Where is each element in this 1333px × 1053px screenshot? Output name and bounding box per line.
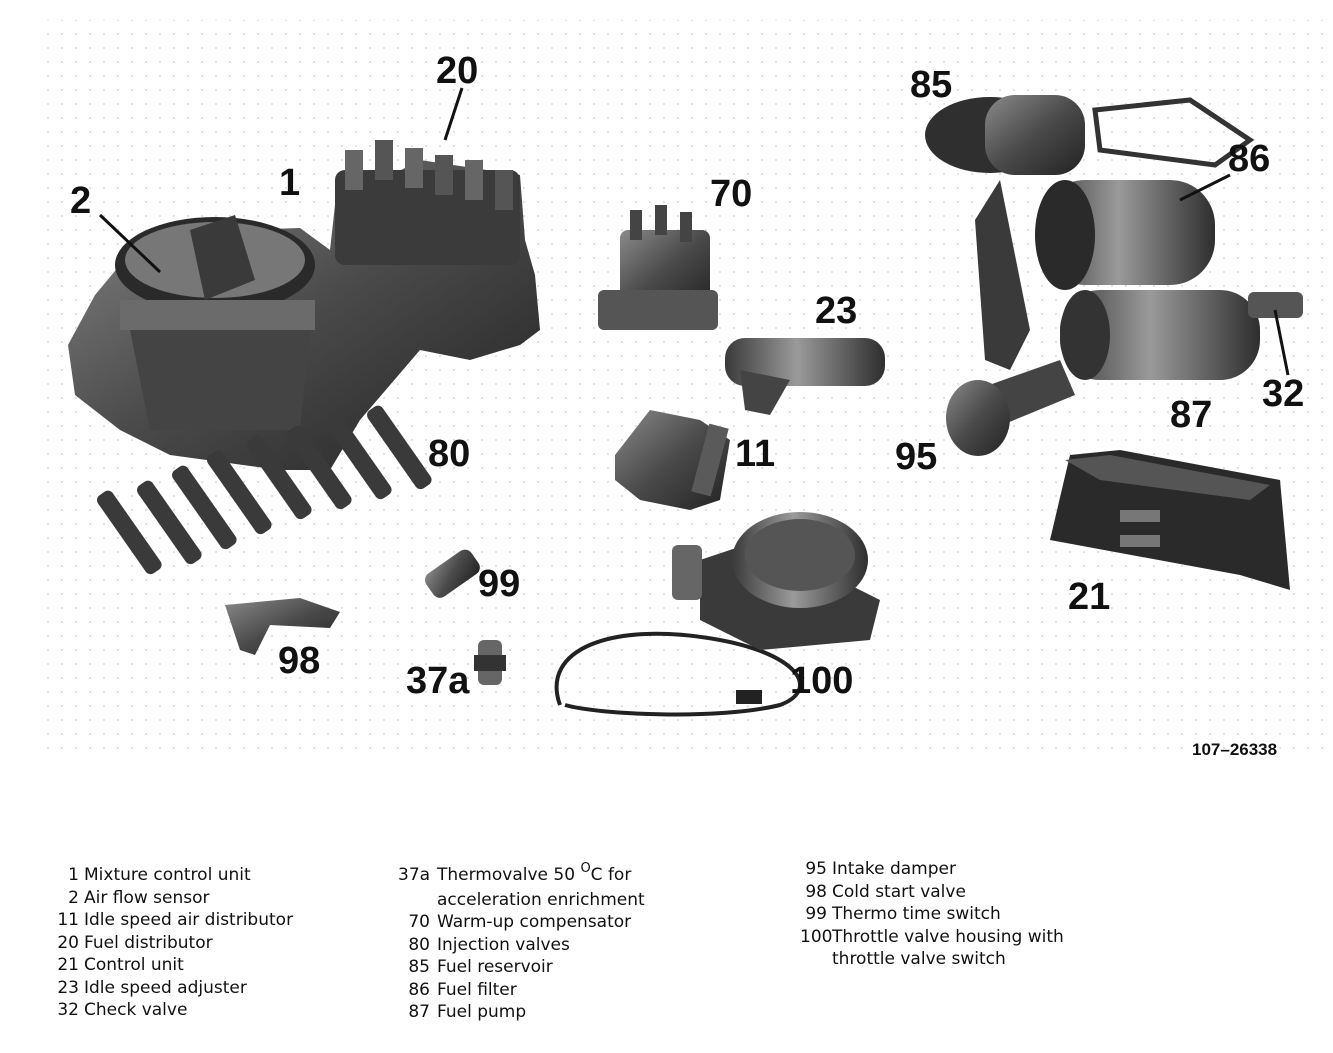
legend-label: Control unit [84, 955, 184, 975]
legend-item: 86 Fuel filter [398, 979, 645, 1002]
leader-line-86 [1179, 173, 1231, 202]
legend-item: 85 Fuel reservoir [398, 956, 645, 979]
leader-line-32 [1273, 309, 1290, 376]
legend-number: 85 [408, 957, 430, 977]
legend-label: Mixture control unit [84, 865, 251, 885]
callout-23: 23 [815, 290, 858, 332]
callout-87: 87 [1170, 394, 1213, 436]
legend-label-part: Thermovalve 50 [437, 865, 581, 885]
cold-start-valve-shape [225, 598, 340, 655]
legend-label: Cold start valve [832, 881, 966, 902]
callout-95: 95 [895, 436, 938, 478]
legend-item: 80 Injection valves [398, 934, 645, 957]
legend-number: 100 [800, 926, 833, 947]
legend-item: 70 Warm-up compensator [398, 911, 645, 934]
callout-86: 86 [1228, 138, 1271, 180]
legend-number: 70 [408, 912, 430, 932]
callout-85: 85 [910, 64, 953, 106]
legend-label: Intake damper [832, 859, 956, 879]
injection-valves-shape [97, 405, 432, 575]
legend-label: Fuel reservoir [437, 957, 553, 977]
callout-1: 1 [279, 162, 301, 204]
callout-11: 11 [735, 433, 776, 475]
fuel-pump-assembly-shape [925, 95, 1303, 456]
legend-item-continuation: acceleration enrichment [398, 889, 645, 912]
legend-label: Idle speed adjuster [84, 977, 247, 998]
legend-label: throttle valve switch [832, 949, 1006, 969]
callout-100: 100 [790, 660, 854, 702]
legend-label: Air flow sensor [84, 887, 210, 908]
legend-number: 80 [408, 934, 430, 955]
legend-label: Thermo time switch [832, 904, 1001, 924]
figure-number: 107–26338 [1192, 740, 1278, 759]
legend-label: Throttle valve housing with [832, 926, 1064, 947]
legend-label: acceleration enrichment [437, 889, 645, 910]
throttle-valve-housing-shape [554, 512, 880, 717]
legend-label-part: C for [590, 865, 632, 885]
legend-number: 23 [57, 977, 79, 998]
legend-label: Warm-up compensator [437, 912, 632, 932]
warm-up-compensator-shape [598, 205, 718, 330]
legend-number: 21 [57, 955, 79, 975]
legend-label: Idle speed air distributor [84, 910, 294, 930]
callout-21: 21 [1068, 576, 1111, 618]
callout-32: 32 [1262, 373, 1305, 415]
legend-number: 32 [57, 1000, 79, 1020]
legend-number: 95 [805, 859, 827, 879]
leader-line-2 [98, 213, 162, 274]
legend-label: Fuel pump [437, 1002, 527, 1022]
legend-number: 11 [57, 910, 79, 930]
idle-speed-adjuster-shape [725, 338, 885, 415]
legend-label: Thermovalve 50 OC for [430, 861, 632, 889]
callout-2: 2 [70, 180, 92, 222]
legend-number: 87 [408, 1002, 430, 1022]
callout-98: 98 [278, 640, 321, 682]
fuel-distributor-shape [335, 140, 520, 265]
legend-item: 87 Fuel pump [398, 1001, 645, 1024]
callout-20: 20 [436, 50, 479, 92]
callout-99: 99 [478, 563, 521, 605]
legend-number: 1 [68, 865, 79, 885]
control-unit-shape [1050, 450, 1290, 590]
legend-number: 86 [408, 979, 430, 1000]
legend-item-continuation: throttle valve switch [800, 948, 1064, 971]
thermo-time-switch-shape [424, 549, 480, 598]
callout-70: 70 [710, 173, 753, 215]
degree-sign: O [580, 861, 591, 876]
legend-number: 37a [398, 865, 431, 885]
leader-line-20 [443, 87, 464, 141]
legend-number: 2 [68, 887, 79, 908]
parts-figure [40, 20, 1330, 750]
legend-label: Fuel distributor [84, 932, 213, 953]
idle-speed-air-distributor-shape [615, 410, 730, 510]
thermovalve-shape [474, 640, 506, 685]
callout-80: 80 [428, 433, 471, 475]
legend-number: 20 [57, 932, 79, 953]
legend-number: 99 [805, 904, 827, 924]
legend-label: Fuel filter [437, 979, 517, 1000]
callout-37a: 37a [406, 660, 470, 702]
legend-label: Injection valves [437, 934, 570, 955]
legend-number: 98 [805, 881, 827, 902]
legend-label: Check valve [84, 1000, 188, 1020]
